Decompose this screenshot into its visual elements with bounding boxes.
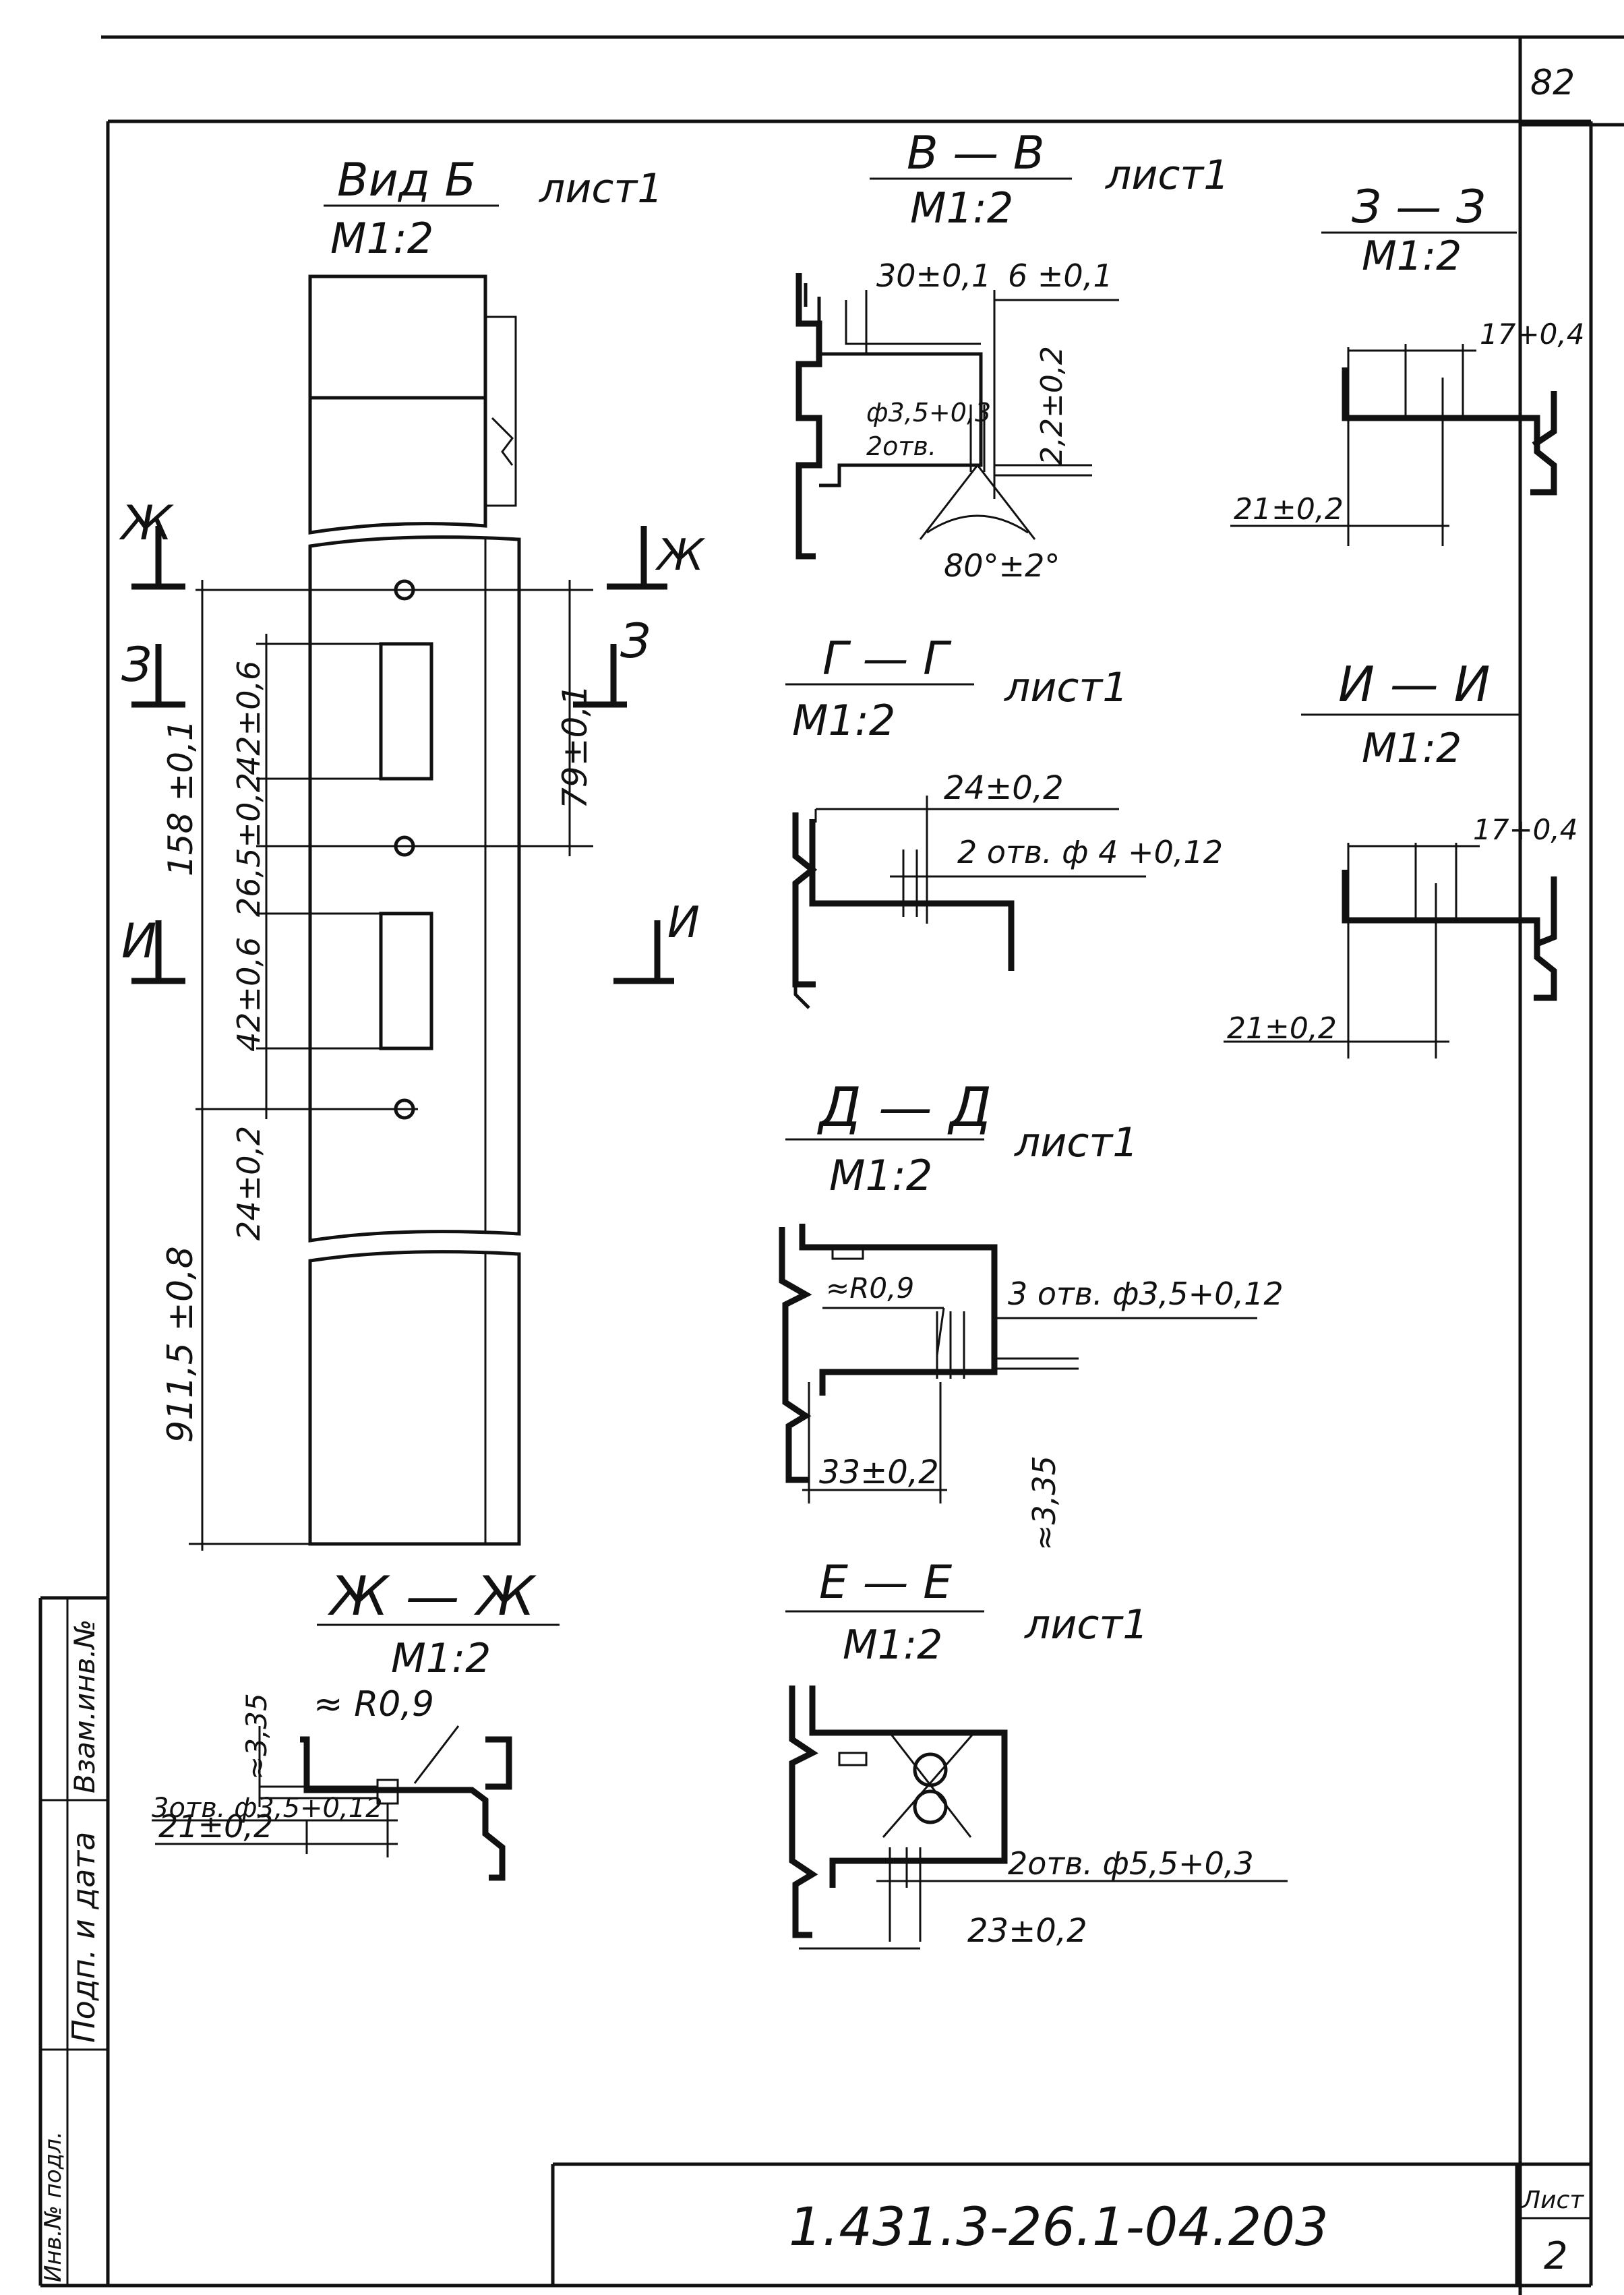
vv-dim-30: 30±0,1 — [876, 258, 991, 294]
section-ee: Е — Е М1:2 лист1 2отв. ф5,5+0,3 23±0,2 — [785, 1556, 1288, 1950]
cut-zh-left: Ж — [119, 496, 174, 551]
zhzh-title: Ж — Ж — [327, 1565, 537, 1628]
gg-sheet-ref: лист1 — [1004, 664, 1128, 711]
cut-i-left: И — [121, 914, 156, 969]
dd-dim-3-35: ≈3,35 — [1026, 1456, 1062, 1551]
dd-title: Д — Д — [817, 1076, 992, 1139]
dim-24: 24±0,2 — [231, 1126, 267, 1241]
view-vid-b: Вид Б М1:2 лист1 158 ±0,1 42±0, — [119, 154, 706, 1551]
vv-title: В — В — [907, 127, 1045, 180]
dim-158: 158 ±0,1 — [161, 719, 200, 876]
vv-scale: М1:2 — [910, 183, 1013, 233]
ee-title: Е — Е — [819, 1556, 952, 1609]
zz-dim-17: 17+0,4 — [1480, 318, 1584, 351]
zhzh-dim-3-35: ≈3,35 — [240, 1693, 273, 1780]
page-number: 82 — [1530, 63, 1575, 103]
ee-dim-holes: 2отв. ф5,5+0,3 — [1008, 1845, 1254, 1882]
section-gg: Г — Г М1:2 лист1 24±0,2 2 отв. ф 4 +0,12 — [785, 632, 1223, 1009]
side-stamp-replace: Взам.инв.№ — [68, 1619, 101, 1793]
gg-dim-24: 24±0,2 — [944, 769, 1064, 807]
dd-dim-r: ≈R0,9 — [826, 1272, 914, 1305]
sheet-frame — [38, 35, 1624, 2295]
dim-911-5: 911,5 ±0,8 — [160, 1246, 201, 1443]
side-stamp-sign: Подп. и дата — [65, 1832, 102, 2043]
zz-title: З — З — [1352, 181, 1485, 234]
ii-title: И — И — [1338, 656, 1491, 713]
ii-dim-17: 17+0,4 — [1473, 813, 1577, 846]
ee-scale: М1:2 — [843, 1621, 942, 1669]
ee-dim-23: 23±0,2 — [967, 1912, 1087, 1950]
dd-scale: М1:2 — [829, 1151, 932, 1200]
cut-z-left: З — [121, 637, 152, 692]
zhzh-dim-r: ≈ R0,9 — [313, 1684, 434, 1725]
list-number: 2 — [1544, 2234, 1568, 2278]
gg-scale: М1:2 — [792, 696, 895, 745]
zhzh-dim-21: 21±0,2 — [158, 1808, 273, 1845]
ii-dim-21: 21±0,2 — [1227, 1011, 1337, 1046]
vv-dim-6: 6 ±0,1 — [1008, 258, 1113, 294]
cut-marks — [131, 526, 674, 984]
dim-42-bottom: 42±0,6 — [231, 937, 267, 1052]
vid-b-title: Вид Б — [337, 154, 476, 207]
cut-zh-right: Ж — [655, 531, 706, 580]
dim-42-top: 42±0,6 — [231, 661, 267, 775]
doc-code: 1.431.3-26.1-04.203 — [789, 2197, 1329, 2258]
cut-z-right: З — [620, 614, 651, 669]
ii-scale: М1:2 — [1362, 725, 1462, 772]
gg-title: Г — Г — [822, 632, 952, 686]
side-stamp-inv: Инв.№ подл. — [40, 2131, 67, 2282]
section-dd: Д — Д М1:2 лист1 ≈R0,9 3 отв. ф3,5+0,12 … — [779, 1076, 1284, 1551]
zz-dim-21: 21±0,2 — [1234, 492, 1344, 527]
vv-dim-holes: 2отв. — [866, 431, 936, 461]
list-label: Лист — [1521, 2186, 1584, 2214]
dd-dim-33: 33±0,2 — [819, 1454, 939, 1491]
section-vv: В — В М1:2 лист1 30±0,1 6 ±0,1 2,2±0,2 ф… — [795, 127, 1229, 584]
cut-i-right: И — [667, 898, 700, 948]
section-zz: З — З М1:2 17+0,4 21±0,2 — [1230, 181, 1584, 546]
ee-sheet-ref: лист1 — [1024, 1601, 1148, 1648]
dd-dim-holes: 3 отв. ф3,5+0,12 — [1008, 1276, 1284, 1312]
vid-b-sheet-ref: лист1 — [539, 165, 663, 212]
gg-dim-holes: 2 отв. ф 4 +0,12 — [957, 834, 1223, 870]
section-zhzh: Ж — Ж М1:2 ≈3,35 ≈ R0,9 3отв. ф3,5+0,12 … — [152, 1565, 560, 1881]
vv-dim-hole: ф3,5+0,3 — [866, 398, 991, 427]
dim-26-5: 26,5±0,2 — [231, 773, 267, 917]
zhzh-scale: М1:2 — [391, 1635, 491, 1682]
dd-sheet-ref: лист1 — [1014, 1119, 1138, 1166]
vid-b-scale: М1:2 — [330, 214, 433, 263]
vv-dim-angle: 80°±2° — [944, 547, 1060, 584]
vv-sheet-ref: лист1 — [1105, 152, 1229, 199]
vv-dim-2-2: 2,2±0,2 — [1035, 346, 1069, 465]
section-ii: И — И М1:2 17+0,4 21±0,2 — [1224, 656, 1577, 1059]
zhzh-dim-holes: 3отв. ф3,5+0,12 — [152, 1793, 383, 1824]
zz-scale: М1:2 — [1362, 233, 1462, 280]
